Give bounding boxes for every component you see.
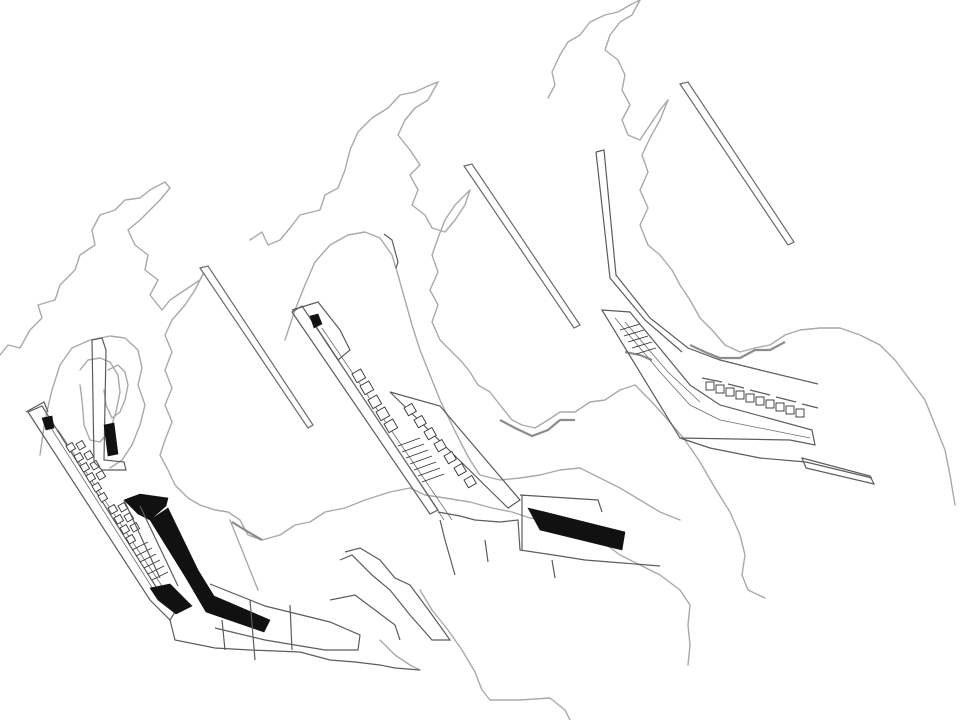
contour-14 xyxy=(229,519,259,591)
breakwater-2 xyxy=(463,163,581,329)
contour-2 xyxy=(127,187,206,311)
plan-1-stair-hatch xyxy=(131,541,169,581)
plan-1-structure xyxy=(25,337,452,671)
plan-1-black-wing-1 xyxy=(123,493,169,521)
contour-9 xyxy=(639,99,956,506)
contour-11 xyxy=(79,357,121,443)
plan-3-dashes xyxy=(701,377,819,409)
plan-1-inner-line xyxy=(45,419,161,601)
plan-3-long-edge xyxy=(679,437,873,479)
plan-1-black-frame xyxy=(123,499,179,587)
contour-18 xyxy=(419,589,571,720)
plan-2-cap-block xyxy=(309,313,323,329)
plan-3-lower-wing xyxy=(600,309,816,446)
plan-1-cells-upper xyxy=(65,439,109,503)
shore-1 xyxy=(231,521,263,541)
plan-2-platform-lines xyxy=(437,494,661,579)
plan-3-spine xyxy=(595,149,819,385)
plan-1-black-wing-4 xyxy=(149,583,193,615)
plan-2-cells xyxy=(351,368,399,434)
plan-2-black-block xyxy=(527,507,626,551)
plan-2-top-mark xyxy=(383,233,399,269)
contour-17 xyxy=(634,384,766,599)
contour-5 xyxy=(547,0,641,99)
contour-1 xyxy=(0,181,171,356)
contour-8 xyxy=(429,189,636,429)
plan-3-cells xyxy=(705,381,805,418)
plan-2-cells-right xyxy=(403,402,477,489)
contour-12 xyxy=(103,364,129,419)
plan-2-structure xyxy=(291,233,661,579)
plan-1-cap-block xyxy=(41,415,55,431)
plan-2-stair-hatch xyxy=(397,437,445,483)
contour-3 xyxy=(249,81,439,246)
contour-7 xyxy=(159,269,411,541)
contour-6 xyxy=(604,0,669,141)
contour-13 xyxy=(284,231,471,461)
plan-1-tower-block xyxy=(103,422,119,457)
breakwater-1 xyxy=(199,265,314,429)
plan-2-cap xyxy=(291,301,351,361)
plan-2-right-wing xyxy=(389,391,521,509)
plan-3-inner-lines xyxy=(614,317,811,439)
contour-19 xyxy=(379,639,421,671)
plan-1-cap xyxy=(25,401,49,413)
plan-1-black-wing-3 xyxy=(185,569,271,633)
plan-3-structure xyxy=(595,149,876,485)
contour-4 xyxy=(397,81,471,233)
contour-10 xyxy=(39,335,146,469)
breakwater-3 xyxy=(679,81,795,246)
shore-3 xyxy=(689,341,786,360)
breakwaters xyxy=(199,81,795,429)
shore-2 xyxy=(499,418,575,438)
contour-16 xyxy=(469,459,681,521)
plan-3-pier-end xyxy=(800,457,876,485)
shore-4 xyxy=(624,350,653,362)
plan-1-tower-outline xyxy=(91,337,127,471)
plan-3-stair-hatch xyxy=(619,323,657,355)
plan-1-platform-lines xyxy=(169,547,452,671)
